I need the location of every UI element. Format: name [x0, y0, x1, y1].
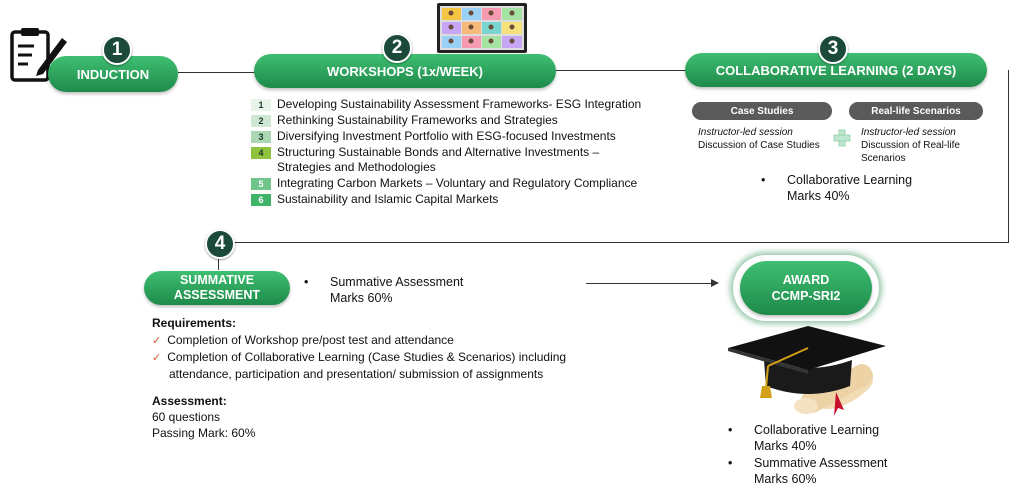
- case-studies-pill: Case Studies: [692, 102, 832, 120]
- award-collab-line2: Marks 40%: [754, 439, 817, 453]
- award-summative-line2: Marks 60%: [754, 472, 817, 486]
- stage-2-number: 2: [391, 37, 403, 58]
- requirement-1-text: Completion of Workshop pre/post test and…: [167, 333, 454, 347]
- award-label-line1: AWARD: [782, 273, 830, 287]
- workshop-item-text: Sustainability and Islamic Capital Marke…: [277, 192, 498, 207]
- workshop-item-text: Structuring Sustainable Bonds and Altern…: [277, 145, 599, 175]
- workshop-number-badge: 6: [251, 194, 271, 206]
- clipboard-pencil-icon: [10, 28, 67, 82]
- graduation-cap-icon: [728, 326, 886, 416]
- arrow-head: [711, 279, 719, 287]
- scenarios-desc: Instructor-led session Discussion of Rea…: [861, 126, 960, 165]
- assessment-block: Assessment: 60 questions Passing Mark: 6…: [152, 393, 255, 441]
- award-collab-line1: Collaborative Learning: [754, 423, 880, 437]
- collab-marks-bullet: Collaborative Learning Marks 40%: [761, 172, 913, 204]
- stage-3-number: 3: [827, 38, 839, 59]
- workshop-item-text: Rethinking Sustainability Frameworks and…: [277, 113, 558, 128]
- summative-marks-bullet: Summative Assessment Marks 60%: [304, 274, 464, 306]
- real-life-scenarios-pill: Real-life Scenarios: [849, 102, 983, 120]
- case-studies-line2: Discussion of Case Studies: [698, 140, 820, 151]
- workshop-item-line1: Diversifying Investment Portfolio with E…: [277, 129, 616, 143]
- stage-3-badge: 3: [818, 34, 848, 64]
- workshop-number-badge: 5: [251, 178, 271, 190]
- summative-label-line1: SUMMATIVE: [179, 273, 255, 287]
- requirement-2-text: Completion of Collaborative Learning (Ca…: [167, 350, 567, 364]
- check-icon: ✓: [152, 352, 162, 364]
- summative-marks-line1: Summative Assessment: [330, 275, 464, 289]
- connector-1-2: [178, 72, 258, 73]
- connector-3-4: [232, 242, 1009, 243]
- arrow-to-award: [586, 283, 712, 284]
- summative-label-line2: ASSESSMENT: [173, 288, 261, 302]
- assessment-line1: 60 questions: [152, 410, 221, 424]
- requirement-2-line2: attendance, participation and presentati…: [169, 367, 544, 381]
- workshop-item-text: Developing Sustainability Assessment Fra…: [277, 97, 641, 112]
- check-icon: ✓: [152, 335, 162, 347]
- real-life-scenarios-label: Real-life Scenarios: [871, 105, 961, 117]
- connector-4-down: [218, 256, 219, 270]
- case-studies-line1: Instructor-led session: [698, 127, 793, 138]
- collab-marks-line2: Marks 40%: [787, 189, 850, 203]
- summative-assessment-pill: SUMMATIVE ASSESSMENT: [144, 271, 290, 305]
- collaborative-learning-label: COLLABORATIVE LEARNING (2 DAYS): [715, 62, 957, 78]
- award-summative-line1: Summative Assessment: [754, 456, 888, 470]
- stage-4-number: 4: [214, 233, 226, 254]
- scenarios-line2: Discussion of Real-life: [861, 140, 960, 151]
- induction-label: INDUCTION: [76, 66, 150, 82]
- workshop-item-text: Integrating Carbon Markets – Voluntary a…: [277, 176, 637, 191]
- collaborative-learning-pill: COLLABORATIVE LEARNING (2 DAYS): [685, 53, 987, 87]
- summative-marks-line2: Marks 60%: [330, 291, 393, 305]
- workshop-item: 1 Developing Sustainability Assessment Fr…: [251, 97, 671, 112]
- connector-3-down: [1008, 70, 1009, 242]
- workshop-item-line1: Sustainability and Islamic Capital Marke…: [277, 192, 499, 206]
- award-label-line2: CCMP-SRI2: [771, 289, 841, 303]
- assessment-title: Assessment:: [152, 394, 227, 408]
- scenarios-line3: Scenarios: [861, 153, 906, 164]
- workshop-item: 5 Integrating Carbon Markets – Voluntary …: [251, 176, 671, 191]
- workshops-label: WORKSHOPS (1x/WEEK): [326, 63, 483, 79]
- connector-2-3: [556, 70, 686, 71]
- workshop-number-badge: 1: [251, 99, 271, 111]
- workshop-number-badge: 4: [251, 147, 271, 159]
- scenarios-line1: Instructor-led session: [861, 127, 956, 138]
- stage-1-badge: 1: [102, 35, 132, 65]
- stage-1-number: 1: [111, 39, 123, 60]
- video-conference-icon: [437, 3, 527, 53]
- requirement-item-1: ✓ Completion of Workshop pre/post test an…: [152, 332, 566, 349]
- award-pill: AWARD CCMP-SRI2: [740, 261, 872, 315]
- case-studies-label: Case Studies: [730, 105, 794, 117]
- requirement-item-2: ✓ Completion of Collaborative Learning (C…: [152, 349, 566, 366]
- award-bullet-summative: Summative Assessment Marks 60%: [728, 455, 888, 487]
- plus-icon: [833, 129, 851, 147]
- requirements-title: Requirements:: [152, 316, 237, 330]
- workshop-item-line1: Structuring Sustainable Bonds and Altern…: [277, 145, 600, 159]
- workshop-number-badge: 2: [251, 115, 271, 127]
- workshop-item-line1: Developing Sustainability Assessment Fra…: [277, 97, 642, 111]
- workshop-list: 1 Developing Sustainability Assessment Fr…: [251, 97, 671, 208]
- stage-4-badge: 4: [205, 229, 235, 259]
- collab-marks-line1: Collaborative Learning: [787, 173, 913, 187]
- assessment-line2: Passing Mark: 60%: [152, 426, 256, 440]
- award-bullet-collab: Collaborative Learning Marks 40%: [728, 422, 880, 454]
- workshop-number-badge: 3: [251, 131, 271, 143]
- stage-2-badge: 2: [382, 33, 412, 63]
- workshop-item-line2: Strategies and Methodologies: [277, 160, 436, 174]
- workshop-item-line1: Rethinking Sustainability Frameworks and…: [277, 113, 558, 127]
- workshop-item-line1: Integrating Carbon Markets – Voluntary a…: [277, 176, 638, 190]
- workshop-item: 3 Diversifying Investment Portfolio with …: [251, 129, 671, 144]
- workshop-item: 4 Structuring Sustainable Bonds and Alter…: [251, 145, 671, 175]
- workshop-item: 6 Sustainability and Islamic Capital Mark…: [251, 192, 671, 207]
- workshop-item-text: Diversifying Investment Portfolio with E…: [277, 129, 616, 144]
- requirements-block: Requirements: ✓ Completion of Workshop pr…: [152, 315, 566, 382]
- case-studies-desc: Instructor-led session Discussion of Cas…: [698, 126, 820, 152]
- workshop-item: 2 Rethinking Sustainability Frameworks an…: [251, 113, 671, 128]
